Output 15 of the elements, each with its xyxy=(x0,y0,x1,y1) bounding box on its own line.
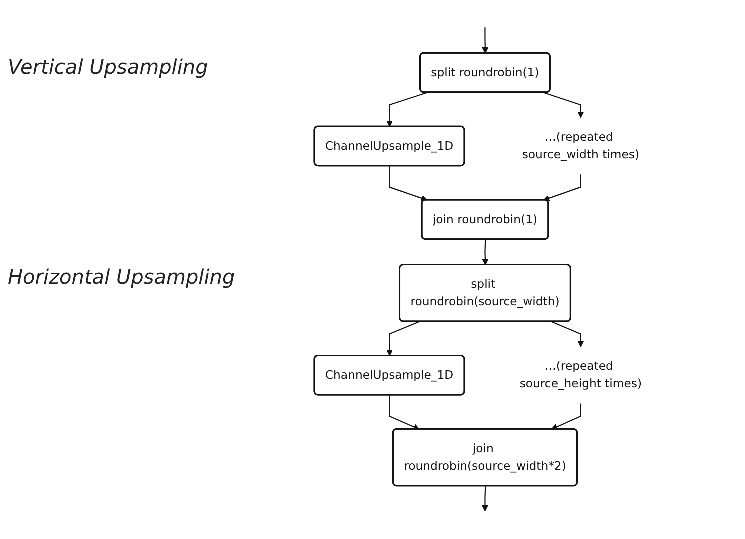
arrow xyxy=(388,395,420,430)
arrow xyxy=(386,321,420,356)
arrow xyxy=(482,486,488,512)
arrow xyxy=(543,174,582,202)
node-text: …(repeated source_height times) xyxy=(520,359,642,391)
section-heading: Horizontal Upsampling xyxy=(8,265,236,289)
arrow xyxy=(386,92,428,128)
arrow xyxy=(543,92,584,118)
node-text: …(repeated source_width times) xyxy=(522,130,640,162)
arrow xyxy=(482,240,489,266)
arrow xyxy=(482,28,489,54)
arrow xyxy=(551,321,584,348)
section-heading: Vertical Upsampling xyxy=(8,55,208,79)
arrow xyxy=(388,166,428,202)
arrow xyxy=(551,404,582,430)
